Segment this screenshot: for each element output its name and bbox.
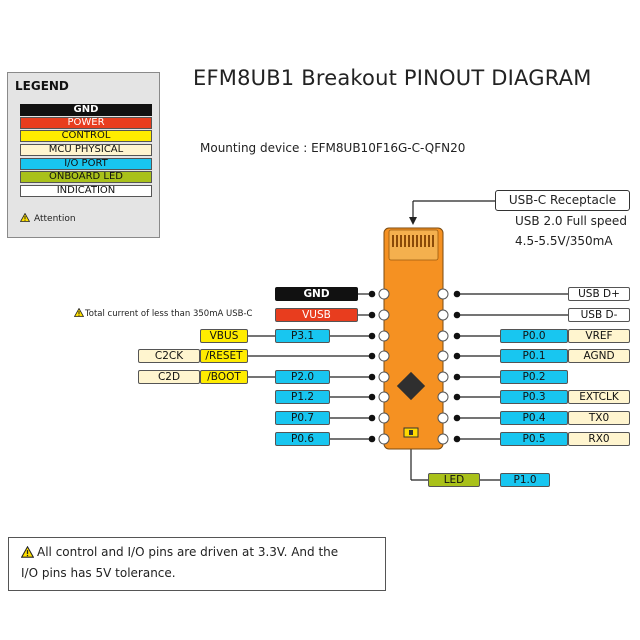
- pin-p01: P0.1: [500, 349, 568, 363]
- pin-p07: P0.7: [275, 411, 330, 425]
- pin-p31: P3.1: [275, 329, 330, 343]
- legend-panel: LEGEND GND POWER CONTROL MCU PHYSICAL I/…: [7, 72, 160, 238]
- pin-p03: P0.3: [500, 390, 568, 404]
- pin-reset: /RESET: [200, 349, 248, 363]
- right-pin-holes: [437, 288, 449, 445]
- mcu-chip: [396, 371, 426, 401]
- pin-usb-dp: USB D+: [568, 287, 630, 301]
- pin-vref: VREF: [568, 329, 630, 343]
- legend-item-mcu-physical: MCU PHYSICAL: [20, 144, 152, 156]
- legend-title: LEGEND: [15, 79, 69, 93]
- vusb-note: Total current of less than 350mA USB-C: [73, 307, 253, 319]
- pin-c2d: C2D: [138, 370, 200, 384]
- usb-callout-arrow: [409, 217, 417, 225]
- pin-p12: P1.2: [275, 390, 330, 404]
- pin-p05: P0.5: [500, 432, 568, 446]
- pin-tx0: TX0: [568, 411, 630, 425]
- pin-p06: P0.6: [275, 432, 330, 446]
- usb-spec-speed: USB 2.0 Full speed: [515, 214, 627, 228]
- left-pin-holes: [378, 288, 390, 445]
- pin-p04: P0.4: [500, 411, 568, 425]
- pin-usb-dm: USB D-: [568, 308, 630, 322]
- legend-item-io-port: I/O PORT: [20, 158, 152, 170]
- pin-vusb: VUSB: [275, 308, 358, 322]
- pin-gnd: GND: [275, 287, 358, 301]
- pin-led: LED: [428, 473, 480, 487]
- legend-attention: Attention: [19, 212, 76, 224]
- pin-rx0: RX0: [568, 432, 630, 446]
- legend-item-gnd: GND: [20, 104, 152, 116]
- warning-triangle-icon: [20, 545, 35, 558]
- pin-p00: P0.0: [500, 329, 568, 343]
- vusb-note-text: Total current of less than 350mA USB-C: [85, 309, 253, 319]
- legend-item-power: POWER: [20, 117, 152, 129]
- legend-item-onboard-led: ONBOARD LED: [20, 171, 152, 183]
- usb-c-label: USB-C Receptacle: [495, 190, 630, 211]
- legend-item-control: CONTROL: [20, 130, 152, 142]
- pin-vbus: VBUS: [200, 329, 248, 343]
- pin-c2ck: C2CK: [138, 349, 200, 363]
- voltage-note-line2: I/O pins has 5V tolerance.: [21, 566, 176, 580]
- mounting-device: Mounting device : EFM8UB10F16G-C-QFN20: [200, 141, 466, 155]
- warning-triangle-icon: [73, 307, 85, 317]
- pin-p02: P0.2: [500, 370, 568, 384]
- pin-boot: /BOOT: [200, 370, 248, 384]
- pin-extclk: EXTCLK: [568, 390, 630, 404]
- pin-p10: P1.0: [500, 473, 550, 487]
- pin-agnd: AGND: [568, 349, 630, 363]
- legend-item-indication: INDICATION: [20, 185, 152, 197]
- warning-triangle-icon: [19, 212, 31, 222]
- page-title: EFM8UB1 Breakout PINOUT DIAGRAM: [193, 66, 592, 90]
- usb-spec-power: 4.5-5.5V/350mA: [515, 234, 613, 248]
- usb-connector-pins: [392, 235, 434, 247]
- voltage-note-line1: All control and I/O pins are driven at 3…: [37, 545, 339, 559]
- pin-p20: P2.0: [275, 370, 330, 384]
- voltage-note: All control and I/O pins are driven at 3…: [8, 537, 386, 591]
- connection-dots: [368, 290, 461, 443]
- legend-attention-label: Attention: [34, 214, 76, 224]
